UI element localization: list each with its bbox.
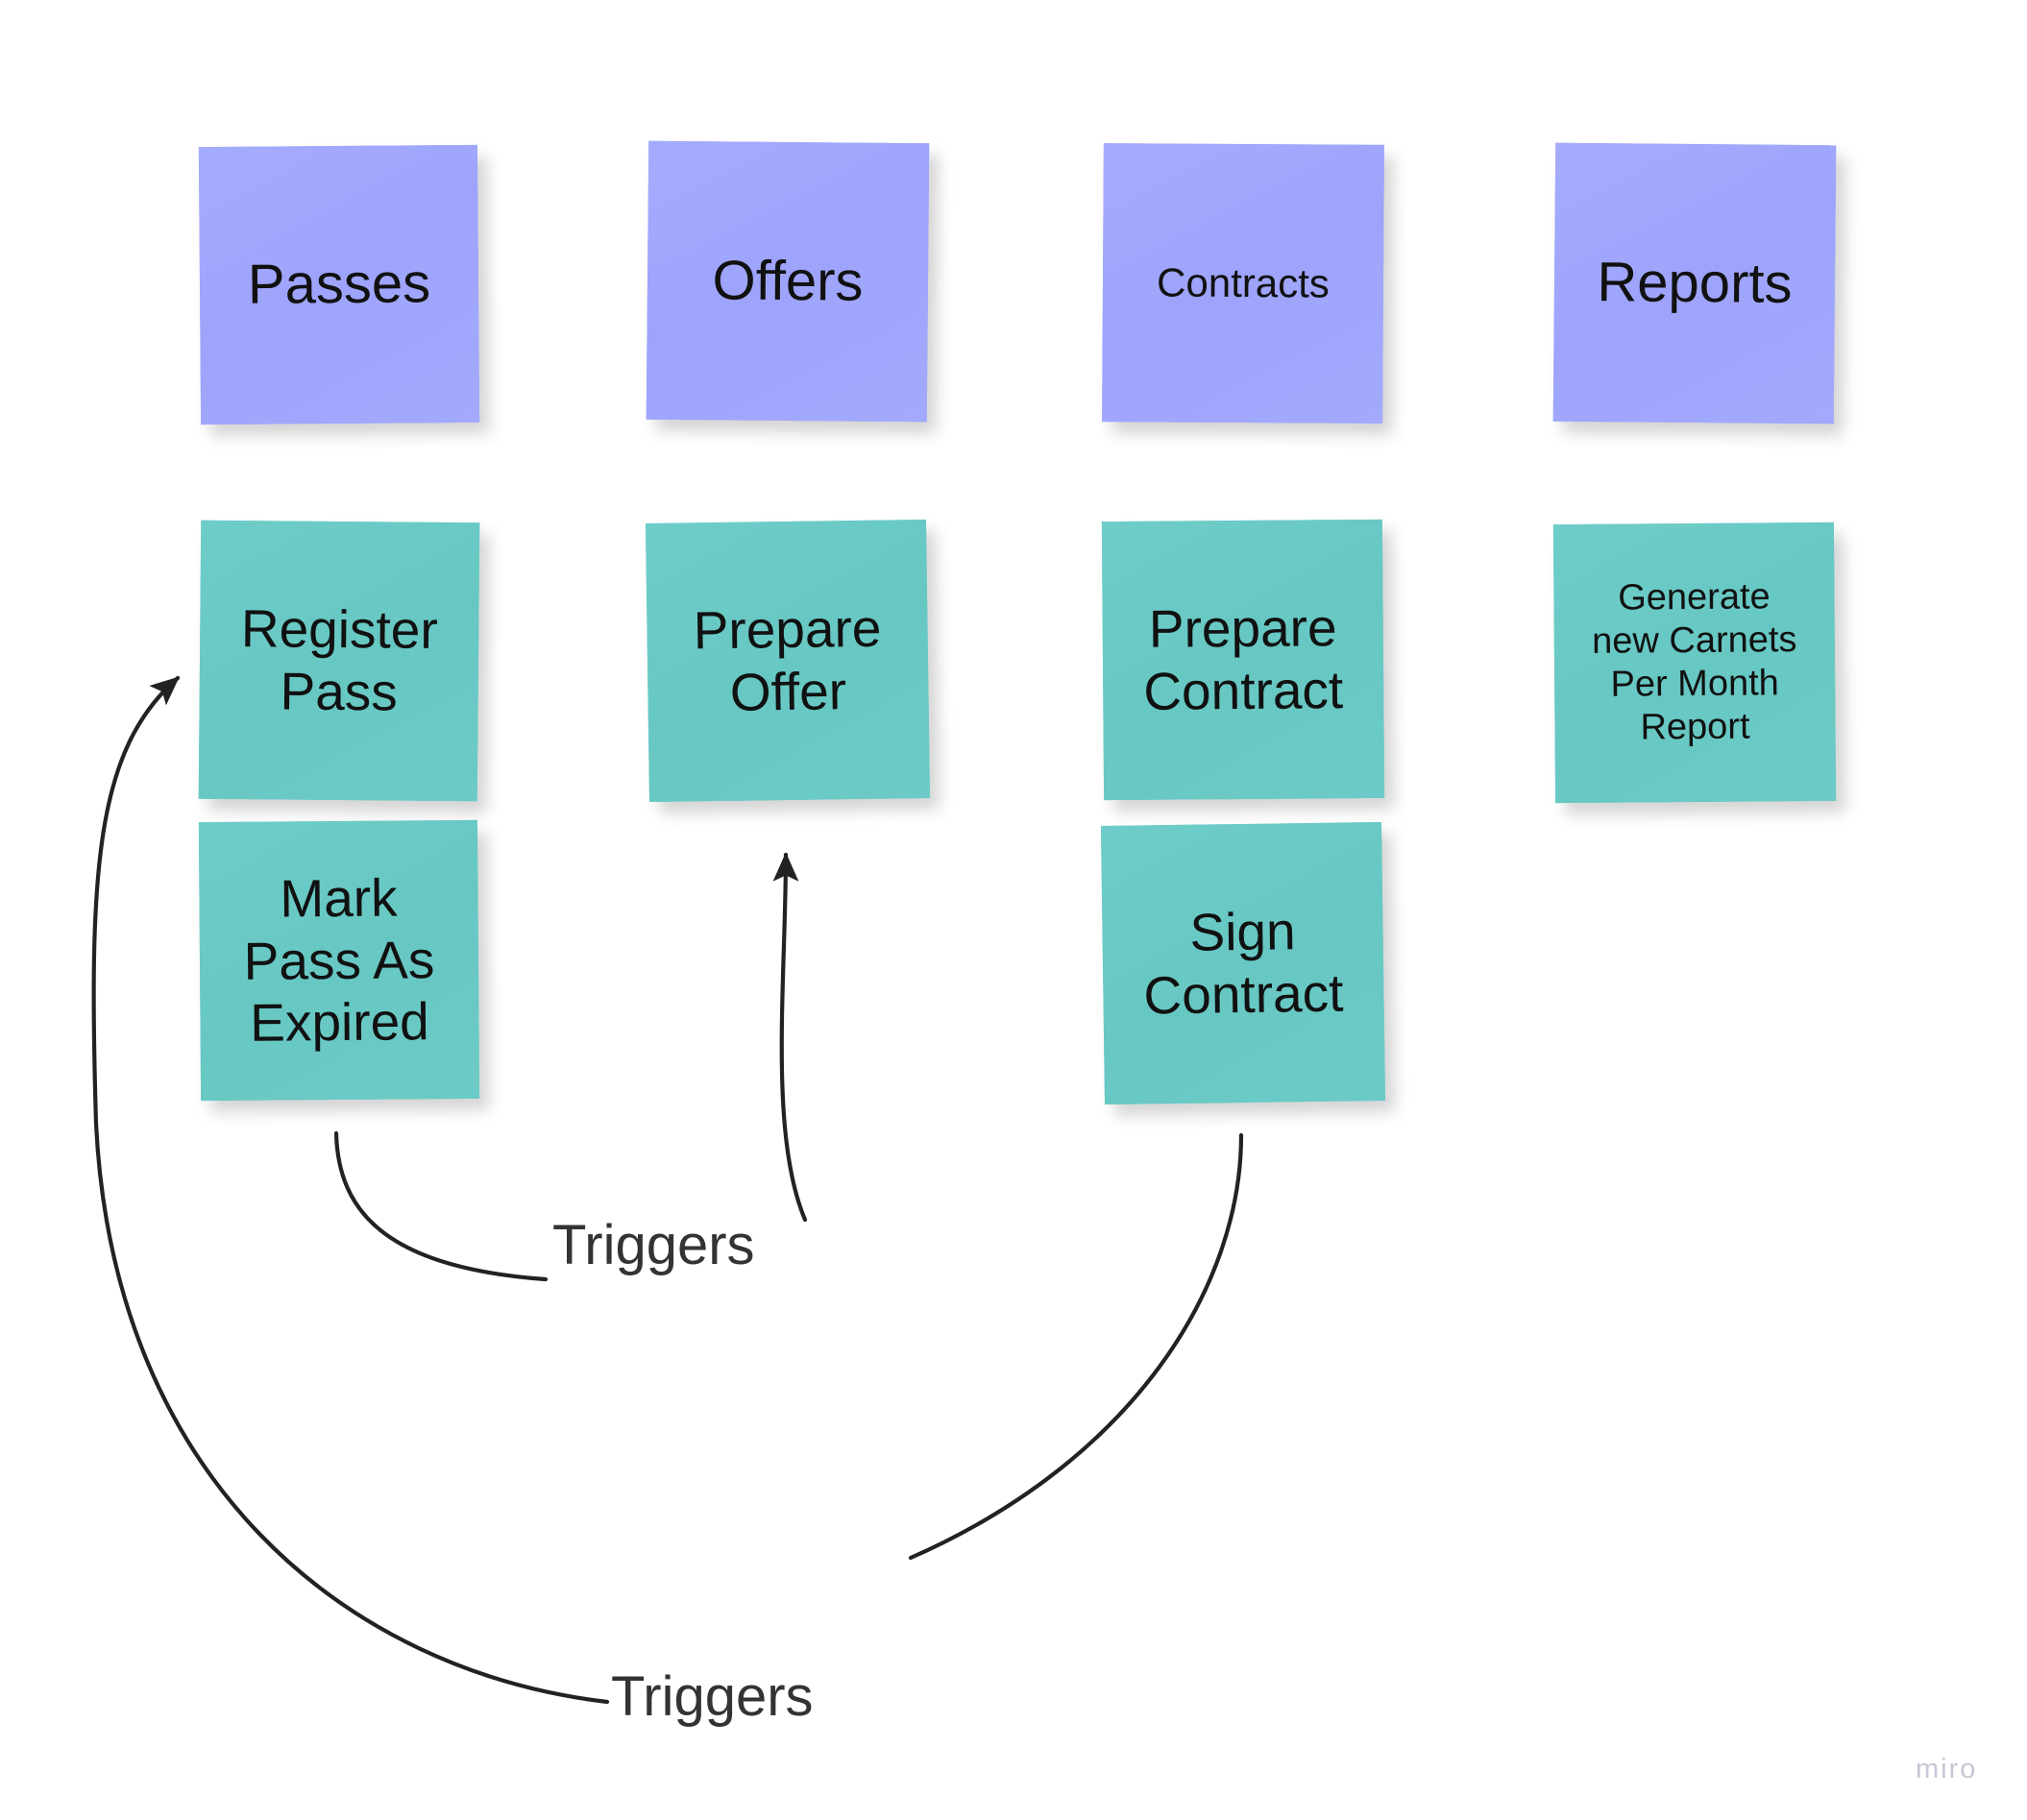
- action-note-label: Generate new Carnets Per Month Report: [1591, 576, 1797, 748]
- category-note-label: Reports: [1597, 250, 1793, 315]
- action-note-label: Mark Pass As Expired: [243, 867, 435, 1054]
- category-note-offers[interactable]: Offers: [646, 140, 930, 423]
- action-note-sign-contract[interactable]: Sign Contract: [1100, 821, 1386, 1105]
- action-note-label: Register Pass: [240, 598, 438, 722]
- action-note-prepare-contract[interactable]: Prepare Contract: [1101, 519, 1385, 801]
- category-note-label: Contracts: [1156, 259, 1331, 306]
- edge-label-triggers-offer: Triggers: [552, 1214, 755, 1276]
- edge-expired-to-triggers-label: [333, 1130, 549, 1282]
- category-note-label: Offers: [712, 249, 864, 313]
- action-note-mark-pass-as-expired[interactable]: Mark Pass As Expired: [198, 819, 480, 1102]
- category-note-reports[interactable]: Reports: [1552, 142, 1837, 425]
- edge-triggers-label-to-prepare-offer: [772, 852, 808, 1223]
- action-note-label: Prepare Contract: [1143, 597, 1344, 721]
- category-note-contracts[interactable]: Contracts: [1102, 143, 1384, 424]
- action-note-label: Prepare Offer: [693, 597, 882, 722]
- category-note-label: Passes: [247, 252, 431, 317]
- action-note-prepare-offer[interactable]: Prepare Offer: [645, 519, 931, 803]
- action-note-label: Sign Contract: [1143, 901, 1344, 1026]
- edge-label-triggers-pass: Triggers: [611, 1665, 814, 1728]
- miro-watermark: miro: [1916, 1754, 1978, 1784]
- edge-sign-contract-to-triggers-label: [908, 1132, 1244, 1561]
- action-note-generate-carnets-report[interactable]: Generate new Carnets Per Month Report: [1552, 522, 1837, 804]
- category-note-passes[interactable]: Passes: [198, 144, 480, 425]
- action-note-register-pass[interactable]: Register Pass: [198, 520, 480, 802]
